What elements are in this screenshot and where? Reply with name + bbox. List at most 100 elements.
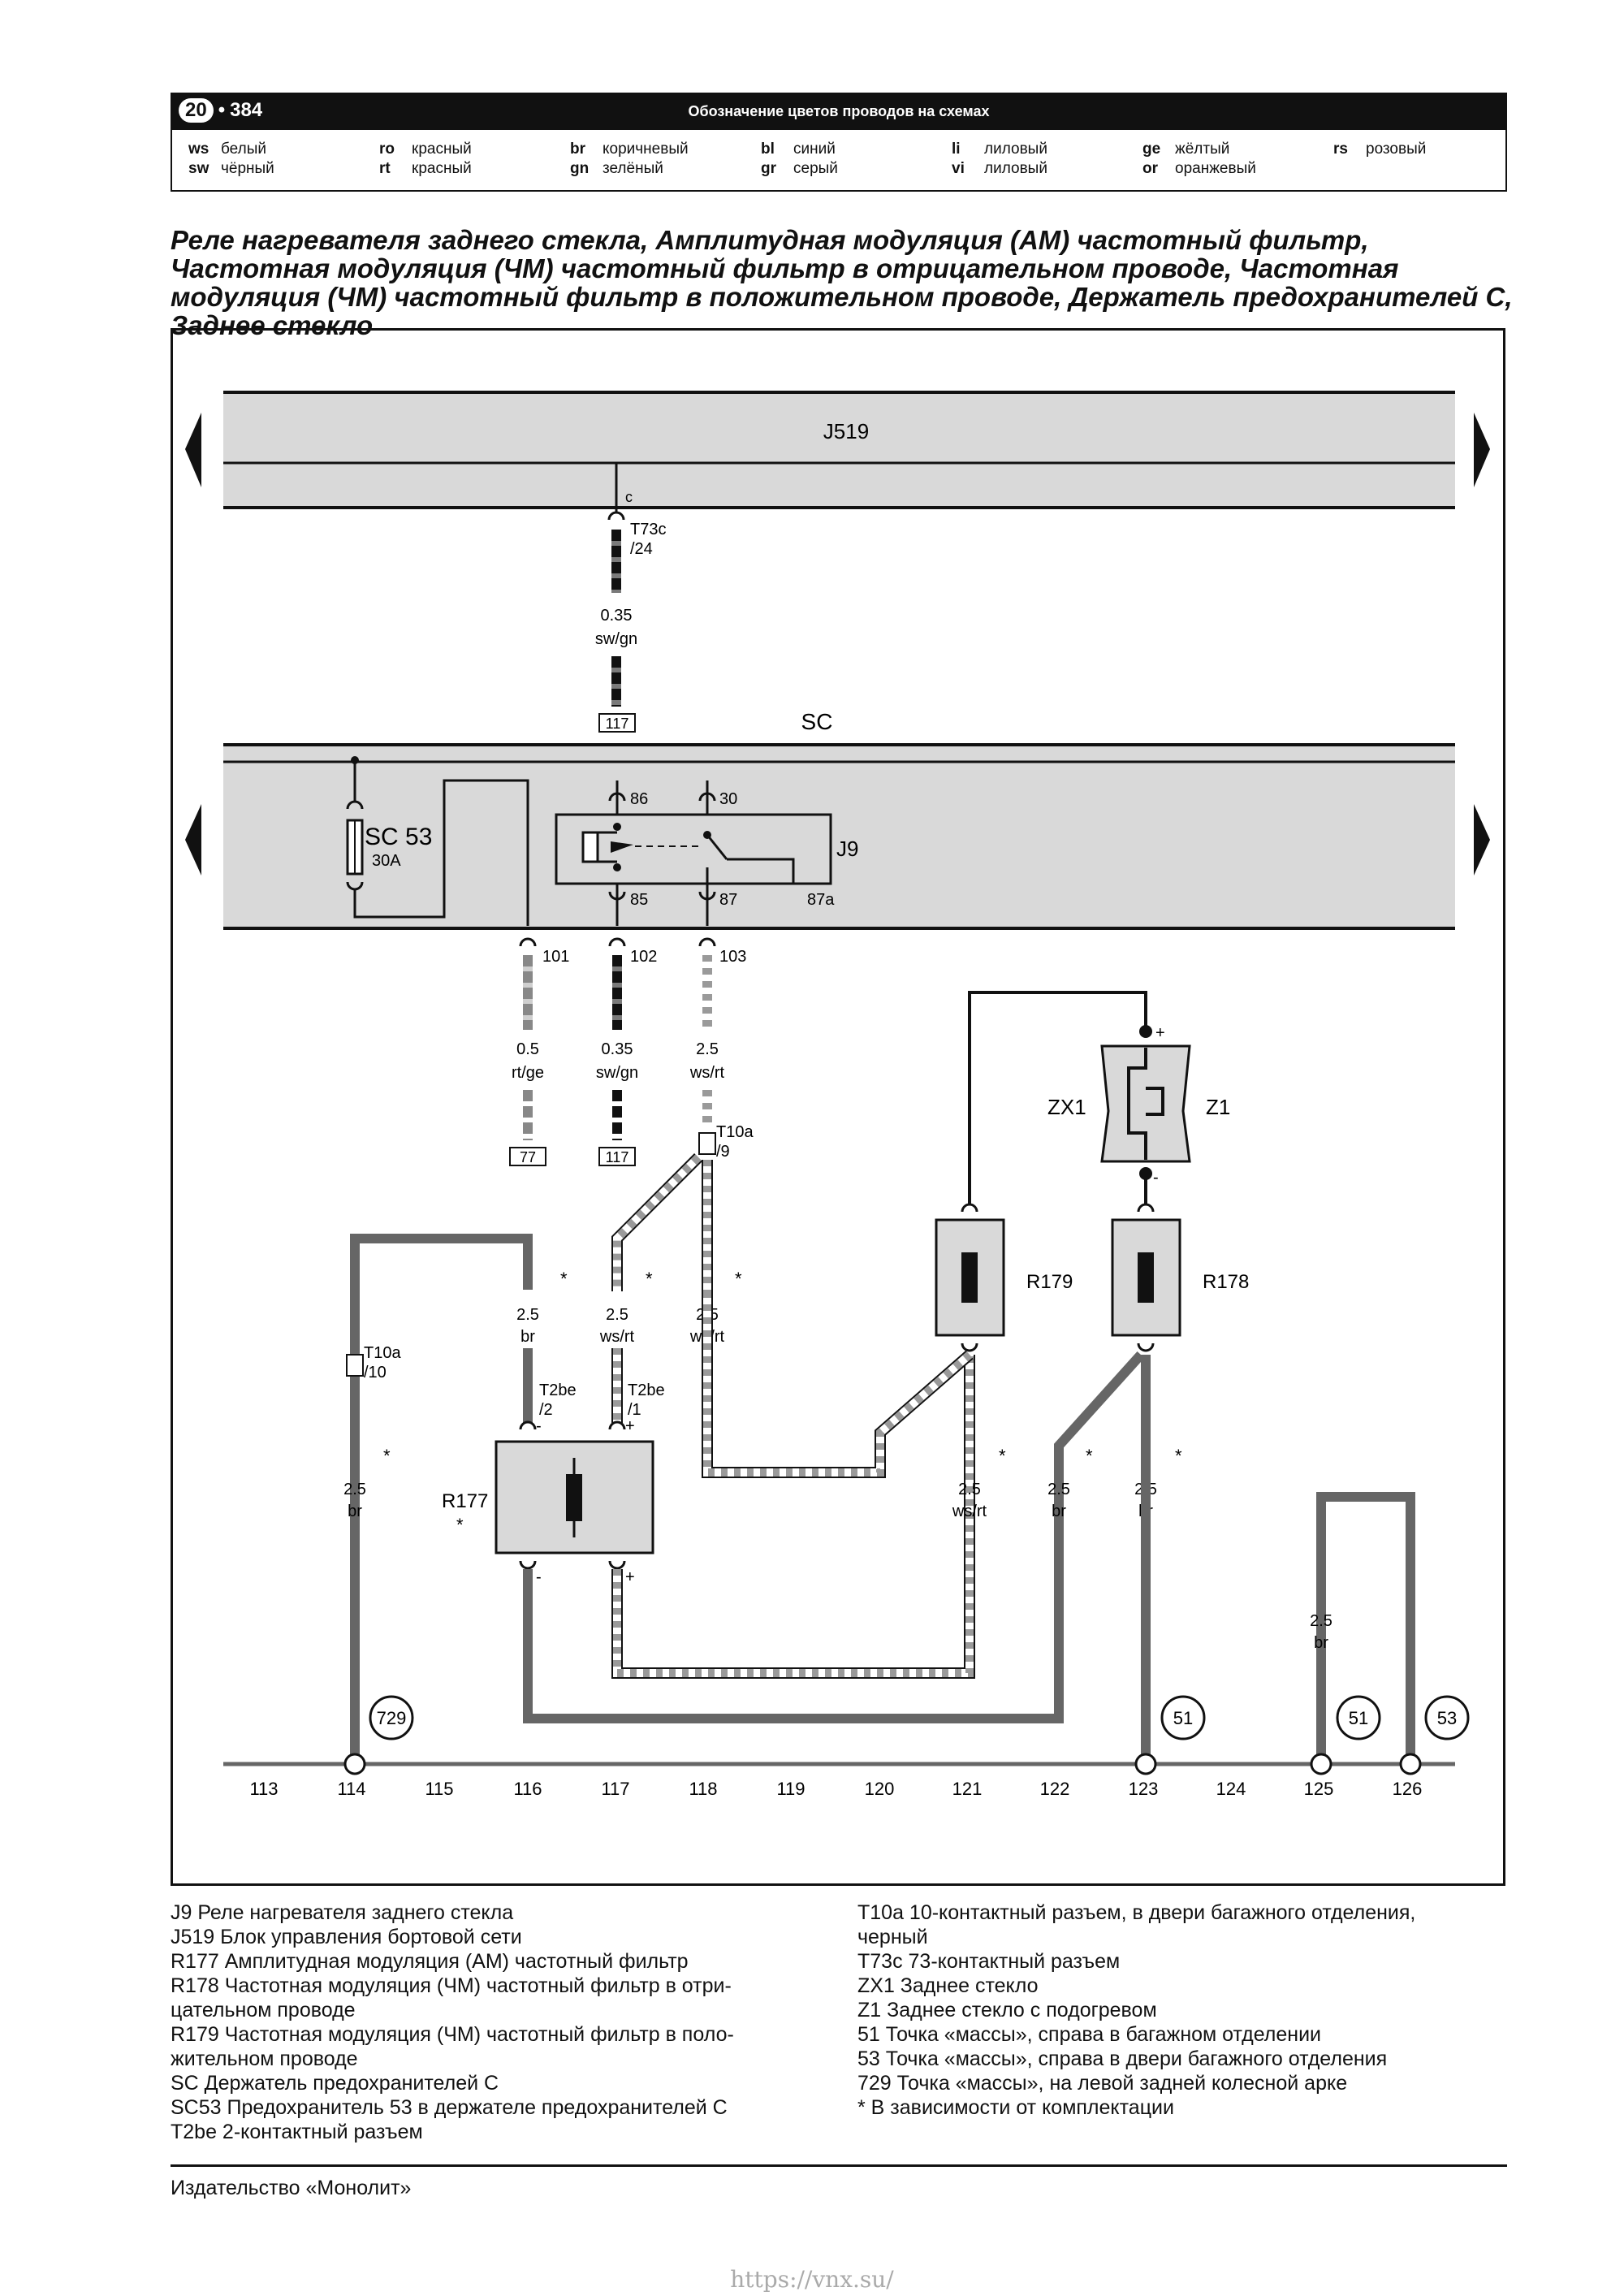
minus-label: - xyxy=(1153,1169,1159,1187)
note-line: SC53 Предохранитель 53 в держателе предо… xyxy=(171,2096,728,2119)
wire-color-label: sw/gn xyxy=(595,630,637,648)
notes-right: T10a 10-контактный разъем, в двери багаж… xyxy=(857,1900,1523,2120)
sc-label: SC xyxy=(801,709,833,734)
sc-pin-label: 102 xyxy=(630,948,657,966)
relay-pin-label: 85 xyxy=(630,891,648,909)
track-number: 120 xyxy=(865,1779,895,1799)
j519-block xyxy=(223,392,1455,508)
chapter-number: 20 xyxy=(179,98,214,123)
track-number: 117 xyxy=(601,1779,629,1799)
note-line: цательном проводе xyxy=(171,1999,356,2021)
arrow-left-icon xyxy=(185,804,201,876)
wire-size-label: 2.5 xyxy=(343,1481,366,1498)
track-number: 122 xyxy=(1040,1779,1070,1799)
t10a-label: T10a xyxy=(364,1344,401,1362)
track-number: 125 xyxy=(1304,1779,1334,1799)
sc53-label: SC 53 xyxy=(365,824,432,850)
t2be-pin-label: /1 xyxy=(628,1401,641,1419)
track-number: 126 xyxy=(1393,1779,1423,1799)
wire-size-label: 2.5 xyxy=(606,1306,628,1324)
relay-j9 xyxy=(555,813,832,885)
note-line: 51 Точка «массы», справа в багажном отде… xyxy=(857,2023,1322,2046)
note-line: T10a 10-контактный разъем, в двери багаж… xyxy=(857,1901,1416,1924)
optional-star: * xyxy=(646,1269,653,1289)
ground-point xyxy=(1336,1695,1381,1740)
sc-pin-label: 101 xyxy=(542,948,569,966)
track-number: 116 xyxy=(513,1779,542,1799)
wire-color-label: br xyxy=(1314,1634,1328,1652)
j519-label: J519 xyxy=(823,419,869,443)
track-number: 115 xyxy=(425,1779,453,1799)
note-line: 53 Точка «массы», справа в двери багажно… xyxy=(857,2047,1388,2070)
ground-label: 729 xyxy=(377,1708,407,1728)
page-header: 20 • 384 Обозначение цветов проводов на … xyxy=(171,93,1507,130)
optional-star: * xyxy=(1086,1446,1093,1466)
wire-size-label: 2.5 xyxy=(1310,1612,1332,1630)
t10a-pin-label: /9 xyxy=(716,1143,730,1161)
note-line: T73c 73-контактный разъем xyxy=(857,1950,1121,1973)
ground-label: 51 xyxy=(1349,1708,1368,1728)
arrow-right-icon xyxy=(1474,804,1490,876)
wire-size-label: 2.5 xyxy=(696,1040,719,1058)
wire-color-label: rt/ge xyxy=(512,1064,544,1082)
ground-point xyxy=(1424,1695,1470,1740)
sc-block xyxy=(223,745,1455,928)
note-line: R179 Частотная модуляция (ЧМ) частотный … xyxy=(171,2023,734,2046)
optional-star: * xyxy=(383,1446,391,1466)
ref-box xyxy=(598,1147,636,1166)
r178-filter xyxy=(1111,1218,1181,1337)
t2be-pin-label: /2 xyxy=(539,1401,553,1419)
t73c-pin-label: /24 xyxy=(630,540,653,558)
note-line: черный xyxy=(857,1926,928,1948)
minus-label: - xyxy=(536,1417,542,1435)
track-number: 113 xyxy=(249,1779,278,1799)
z1-label: Z1 xyxy=(1206,1095,1230,1119)
minus-label: - xyxy=(536,1568,542,1586)
track-number: 124 xyxy=(1216,1779,1246,1799)
t73c-label: T73c xyxy=(630,521,666,538)
note-line: жительном проводе xyxy=(171,2047,358,2070)
wire-color-label: sw/gn xyxy=(596,1064,638,1082)
pin-c-label: c xyxy=(625,489,633,505)
ground-label: 53 xyxy=(1437,1708,1457,1728)
zx1-rear-window xyxy=(1100,1044,1191,1163)
wire-size-label: 2.5 xyxy=(1047,1481,1070,1498)
relay-pin-label: 87a xyxy=(807,891,835,909)
publisher: Издательство «Монолит» xyxy=(171,2177,412,2199)
note-line: SC Держатель предохранителей С xyxy=(171,2072,499,2095)
note-line: T2be 2-контактный разъем xyxy=(171,2121,423,2143)
ref-box xyxy=(598,713,636,733)
zx1-label: ZX1 xyxy=(1047,1095,1086,1119)
ground-label: 51 xyxy=(1173,1708,1193,1728)
notes-left: J9 Реле нагревателя заднего стекла J519 … xyxy=(171,1900,804,2144)
wire-color-label: ws/rt xyxy=(689,1064,725,1082)
sc-pin-label: 103 xyxy=(719,948,746,966)
r179-label: R179 xyxy=(1026,1271,1073,1293)
watermark: https://vnx.su/ xyxy=(730,2266,894,2293)
t10a-label: T10a xyxy=(716,1123,754,1141)
note-line: 729 Точка «массы», на левой задней колес… xyxy=(857,2072,1348,2095)
optional-star: * xyxy=(560,1269,568,1289)
note-line: R178 Частотная модуляция (ЧМ) частотный … xyxy=(171,1974,732,1997)
ref-77-label: 77 xyxy=(520,1149,536,1165)
ground-point xyxy=(369,1695,414,1740)
relay-pin-label: 30 xyxy=(719,790,737,808)
relay-pin-label: 87 xyxy=(719,891,737,909)
plus-label: + xyxy=(625,1417,635,1435)
r178-label: R178 xyxy=(1203,1271,1249,1293)
note-line: J519 Блок управления бортовой сети xyxy=(171,1926,522,1948)
wire-size-label: 0.5 xyxy=(516,1040,539,1058)
footer-divider xyxy=(171,2164,1507,2167)
plus-label: + xyxy=(625,1568,635,1586)
